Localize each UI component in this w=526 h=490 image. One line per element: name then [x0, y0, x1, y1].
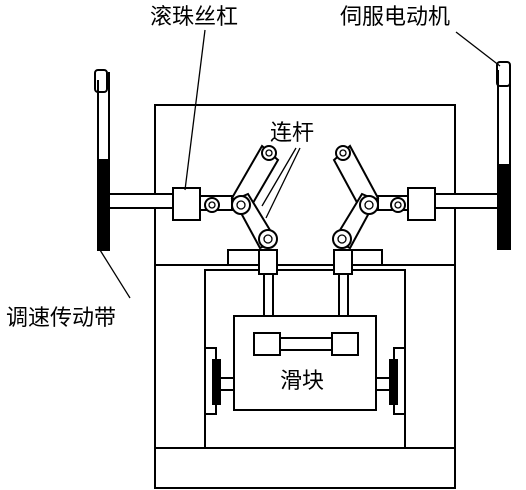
left-upper-pulley — [94, 69, 108, 93]
frame-upper-notch-left — [227, 249, 258, 265]
left-guide-inner — [212, 359, 221, 405]
leader-ball-screw — [184, 29, 206, 191]
left-screw-nut — [172, 187, 201, 221]
right-guide-inner — [389, 359, 398, 405]
label-slider: 滑块 — [280, 369, 324, 394]
slider-assembly — [204, 249, 406, 415]
right-screw-nut — [407, 187, 436, 221]
slider-right-pad — [331, 332, 359, 356]
left-rod-head — [258, 249, 278, 275]
left-shaft — [108, 193, 176, 209]
left-drive — [94, 69, 176, 251]
right-drive — [434, 61, 511, 250]
machine-frame — [154, 104, 456, 489]
frame-outer — [154, 104, 456, 489]
frame-upper-notch-right — [352, 249, 383, 265]
leader-rod-a — [261, 147, 297, 207]
toggle-linkage — [204, 144, 406, 250]
label-timing-belt: 调速传动带 — [6, 306, 116, 331]
label-connecting-rod: 连杆 — [270, 121, 314, 146]
slider-left-pad — [253, 332, 281, 356]
leader-servo-motor — [455, 31, 501, 67]
label-servo-motor: 伺服电动机 — [340, 5, 450, 30]
label-ball-screw: 滚珠丝杠 — [150, 5, 238, 30]
slider-block — [233, 315, 377, 411]
leader-rod-b — [265, 147, 301, 219]
leader-belt — [99, 249, 131, 299]
left-lower-pulley — [97, 159, 110, 251]
right-rod-head — [333, 249, 353, 275]
right-shaft — [434, 193, 499, 209]
right-lower-pulley — [497, 164, 511, 250]
leader-lines — [99, 29, 501, 299]
